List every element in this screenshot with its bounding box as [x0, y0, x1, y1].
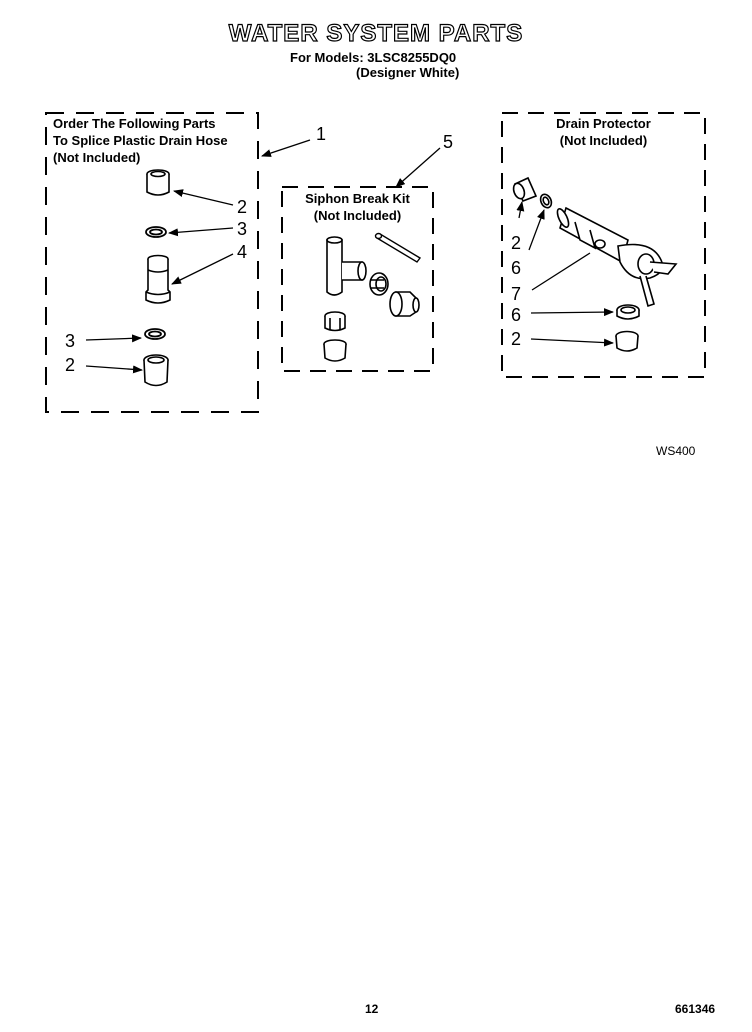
drain-cap-bottom — [615, 330, 639, 352]
drain-group-label: Drain Protector (Not Included) — [502, 115, 705, 149]
splice-label-line3: (Not Included) — [53, 150, 141, 165]
drain-protector-body — [556, 206, 678, 308]
leader-d2-top — [516, 201, 525, 219]
figure-code: WS400 — [656, 444, 696, 458]
model-color: (Designer White) — [356, 65, 460, 80]
callout-3-bottom: 3 — [65, 331, 76, 351]
document-number: 661346 — [675, 1002, 716, 1016]
siphon-label-line1: Siphon Break Kit — [305, 191, 410, 206]
splice-group-label: Order The Following Parts To Splice Plas… — [53, 115, 228, 166]
siphon-group-box — [281, 186, 434, 372]
callout-drain-6-bottom: 6 — [511, 305, 522, 325]
siphon-collar — [324, 311, 346, 332]
hose-connector — [145, 254, 171, 304]
model-number: For Models: 3LSC8255DQ0 — [290, 50, 457, 65]
leader-3-bottom — [85, 334, 142, 343]
siphon-nut — [369, 272, 389, 296]
page-title: WATER SYSTEM PARTS — [228, 19, 524, 47]
callout-3-top: 3 — [237, 219, 248, 239]
splice-group-box — [45, 112, 259, 413]
leader-2-bottom — [85, 365, 143, 374]
callout-1: 1 — [316, 124, 327, 144]
leader-d6-top — [528, 209, 545, 251]
hose-cap-top — [146, 169, 170, 196]
drain-label-line1: Drain Protector — [556, 116, 651, 131]
drain-ring-top — [539, 193, 553, 209]
clamp-ring-top — [145, 226, 167, 238]
leader-4 — [171, 253, 234, 285]
callout-drain-2-bottom: 2 — [511, 329, 522, 349]
callout-2-top: 2 — [237, 197, 248, 217]
drain-ring-bottom — [616, 304, 640, 320]
callout-2-bottom: 2 — [65, 355, 76, 375]
splice-label-line2: To Splice Plastic Drain Hose — [53, 133, 228, 148]
callout-drain-6-top: 6 — [511, 258, 522, 278]
splice-label-line1: Order The Following Parts — [53, 116, 216, 131]
siphon-group-label: Siphon Break Kit (Not Included) — [282, 190, 433, 224]
clamp-ring-bottom — [144, 328, 166, 340]
leader-d2-bottom — [530, 338, 614, 347]
leader-d6-bottom — [530, 308, 614, 317]
siphon-adapter — [389, 291, 420, 317]
siphon-tube — [374, 232, 422, 263]
callout-drain-2-top: 2 — [511, 233, 522, 253]
siphon-label-line2: (Not Included) — [313, 208, 402, 223]
leader-2-top — [173, 189, 234, 206]
drain-label-line2: (Not Included) — [559, 133, 648, 148]
leader-3-top — [168, 227, 234, 237]
callout-4: 4 — [237, 242, 248, 262]
model-info: For Models: 3LSC8255DQ0 (Designer White) — [290, 50, 459, 80]
callout-5: 5 — [443, 132, 454, 152]
page-number: 12 — [365, 1002, 379, 1016]
callout-drain-7: 7 — [511, 284, 522, 304]
drain-cap-top — [512, 176, 538, 203]
leader-1 — [261, 139, 311, 157]
siphon-cap — [323, 339, 347, 362]
hose-cap-bottom — [143, 354, 169, 387]
leader-5 — [395, 147, 441, 188]
siphon-tee — [326, 236, 367, 296]
leader-d7 — [531, 252, 591, 291]
